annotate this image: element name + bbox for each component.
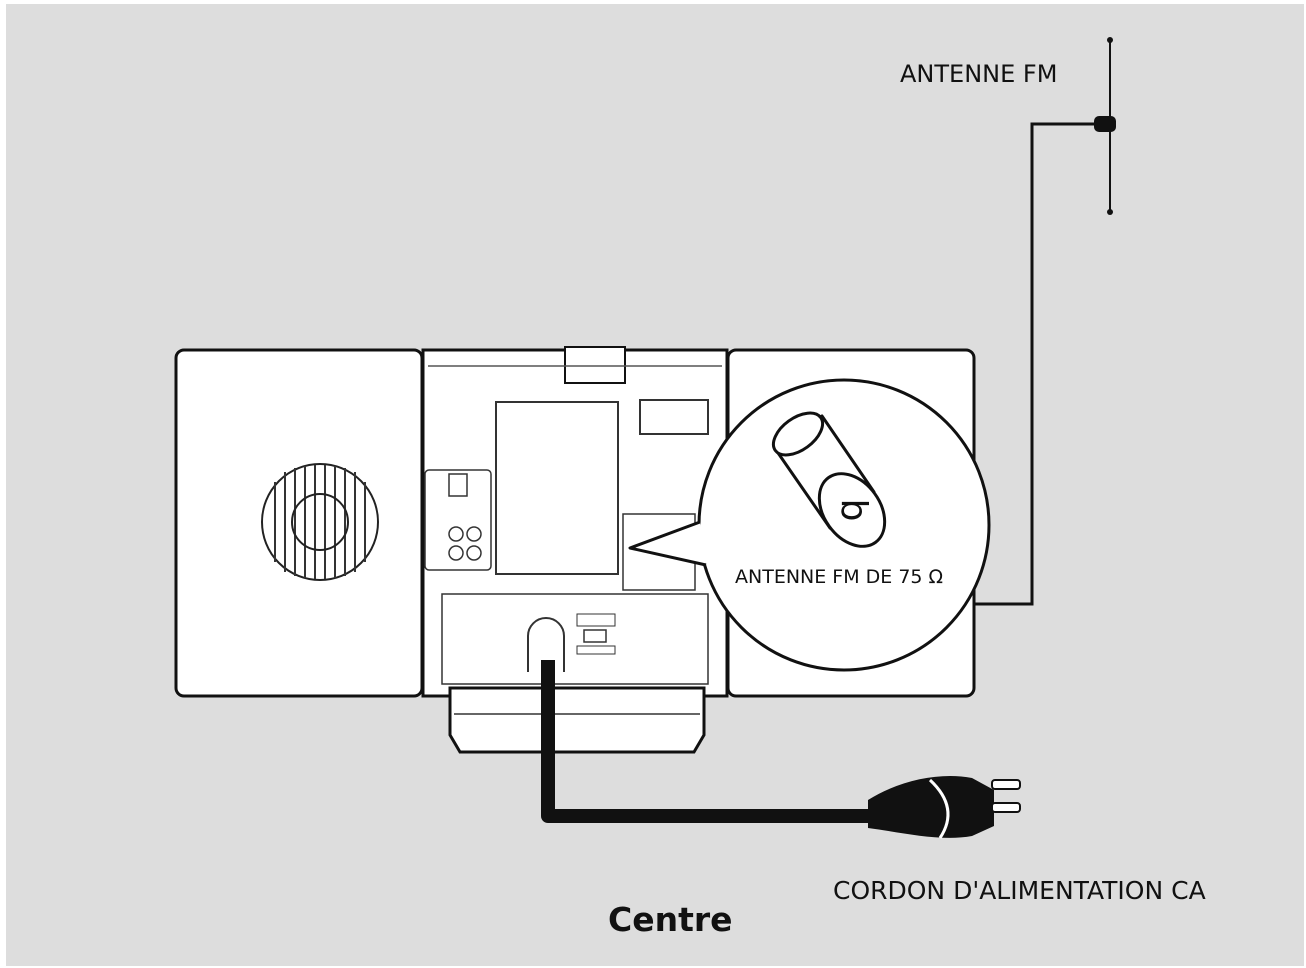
left-speaker [174, 348, 424, 698]
fm-antenna-75-ohm-label: ANTENNE FM DE 75 Ω [735, 566, 944, 588]
ac-power-cord-label: CORDON D'ALIMENTATION CA [833, 876, 1206, 905]
ac-power-cord [541, 660, 1021, 839]
main-unit [421, 346, 729, 698]
diagram-caption: Centre [608, 900, 733, 939]
unit-stand [448, 686, 706, 754]
fm-antenna-label: ANTENNE FM [900, 60, 1058, 88]
fm-antenna-dipole [1094, 37, 1116, 215]
antenna-socket-magnifier: b [628, 378, 991, 672]
svg-text:b: b [833, 499, 874, 522]
